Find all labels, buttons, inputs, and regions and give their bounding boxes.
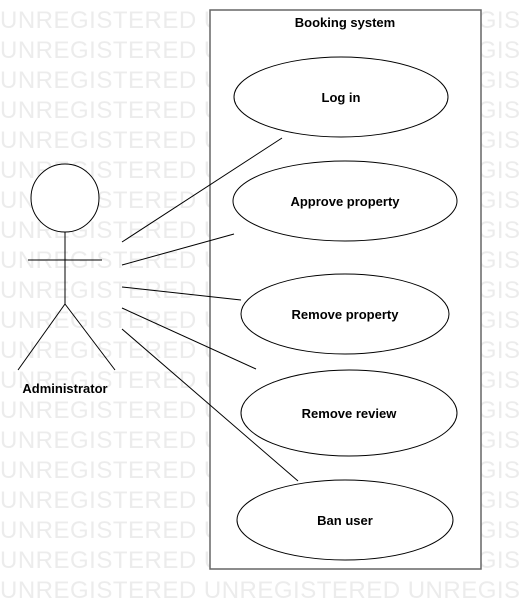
actor-left-leg xyxy=(17,303,66,371)
watermark-text: UNREGISTERED UNREGISTERED UNREGISTERED xyxy=(0,577,521,604)
use-case-ban-user: Ban user xyxy=(236,479,454,561)
use-case-remove-property: Remove property xyxy=(240,273,450,355)
association-remove-property xyxy=(121,286,242,301)
actor-right-leg xyxy=(64,303,116,371)
use-case-ellipse xyxy=(233,56,449,138)
use-case-ellipse xyxy=(240,273,450,355)
association-approve-property xyxy=(121,233,235,266)
actor-administrator xyxy=(17,163,116,371)
use-case-log-in: Log in xyxy=(233,56,449,138)
association-remove-review xyxy=(121,307,257,370)
use-case-label: Log in xyxy=(322,90,361,105)
use-case-approve-property: Approve property xyxy=(232,160,458,242)
use-case-label: Remove review xyxy=(302,406,398,421)
use-case-ellipse xyxy=(240,369,458,457)
actor-name: Administrator xyxy=(22,381,107,396)
use-case-label: Approve property xyxy=(290,194,400,209)
association-ban-user xyxy=(121,328,299,482)
association-log-in xyxy=(121,137,283,243)
use-case-ellipse xyxy=(232,160,458,242)
use-case-ellipse xyxy=(236,479,454,561)
use-case-label: Ban user xyxy=(317,513,373,528)
system-title: Booking system xyxy=(295,15,395,30)
use-case-remove-review: Remove review xyxy=(240,369,458,457)
use-case-label: Remove property xyxy=(292,307,400,322)
associations xyxy=(121,137,299,482)
actor-head xyxy=(30,163,100,233)
